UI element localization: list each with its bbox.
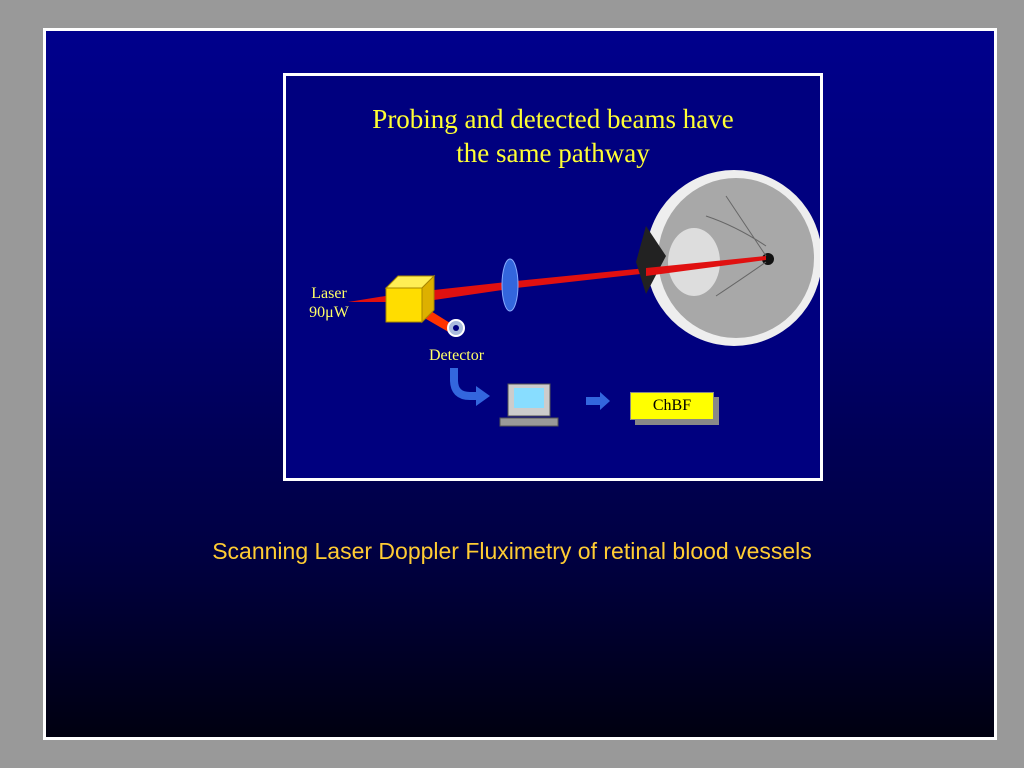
lens-icon bbox=[501, 258, 519, 312]
diagram-graphics bbox=[348, 170, 820, 427]
eye-cross-section-icon bbox=[636, 170, 820, 346]
laser-label: Laser 90μW bbox=[306, 284, 352, 322]
curved-arrow-icon bbox=[450, 368, 476, 400]
slide-caption: Scanning Laser Doppler Fluximetry of ret… bbox=[212, 538, 812, 564]
figure-title-line1: Probing and detected beams have bbox=[372, 104, 734, 134]
detector-label: Detector bbox=[429, 347, 485, 364]
laser-source-cube-icon bbox=[384, 274, 436, 324]
computer-icon bbox=[499, 383, 559, 427]
diagram-figure: Probing and detected beams have the same… bbox=[283, 73, 823, 481]
detector-icon bbox=[447, 319, 465, 337]
figure-title-line2: the same pathway bbox=[456, 138, 650, 168]
right-arrow-icon bbox=[586, 392, 610, 410]
laser-label-name: Laser bbox=[311, 285, 347, 302]
laser-label-power: 90μW bbox=[309, 304, 349, 321]
chbf-output-box: ChBF bbox=[630, 392, 714, 420]
figure-title: Probing and detected beams have the same… bbox=[286, 102, 820, 170]
